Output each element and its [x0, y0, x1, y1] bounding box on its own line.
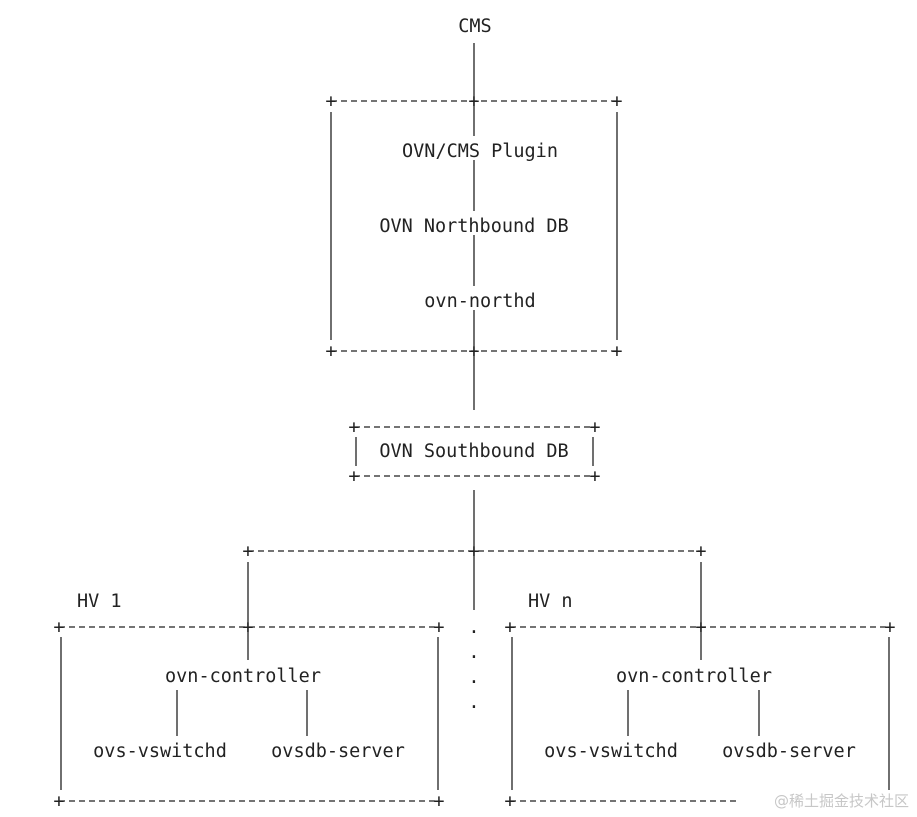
- svg-text:+: +: [433, 617, 444, 638]
- svg-text:+: +: [468, 91, 479, 112]
- southbound-box: + + + +: [348, 417, 600, 487]
- northd-label: ovn-northd: [424, 291, 535, 312]
- svg-text:.: .: [468, 617, 479, 638]
- svg-text:+: +: [242, 617, 253, 638]
- distribution-bus: + + +: [242, 541, 707, 660]
- ellipsis-dots: . . . .: [468, 617, 479, 713]
- northbound-db-label: OVN Northbound DB: [379, 216, 568, 237]
- svg-text:+: +: [468, 341, 479, 362]
- svg-text:+: +: [325, 341, 336, 362]
- hvn-ovsdb-server: ovsdb-server: [722, 741, 856, 762]
- svg-text:+: +: [53, 617, 64, 638]
- hv1-ovs-vswitchd: ovs-vswitchd: [93, 741, 227, 762]
- hv1-ovn-controller: ovn-controller: [165, 666, 321, 687]
- svg-text:.: .: [468, 667, 479, 688]
- svg-text:+: +: [433, 791, 444, 812]
- southbound-db-label: OVN Southbound DB: [379, 441, 568, 462]
- svg-text:+: +: [884, 617, 895, 638]
- svg-text:+: +: [325, 91, 336, 112]
- svg-text:+: +: [589, 417, 600, 438]
- svg-text:+: +: [504, 617, 515, 638]
- svg-text:+: +: [695, 541, 706, 562]
- hvn-ovn-controller: ovn-controller: [616, 666, 772, 687]
- watermark: @稀土掘金技术社区: [774, 792, 909, 810]
- svg-text:+: +: [504, 791, 515, 812]
- hvn-label: HV n: [528, 591, 573, 612]
- svg-text:.: .: [468, 642, 479, 663]
- svg-text:+: +: [611, 91, 622, 112]
- hv1-ovsdb-server: ovsdb-server: [271, 741, 405, 762]
- svg-text:+: +: [468, 541, 479, 562]
- hv1-label: HV 1: [77, 591, 122, 612]
- svg-text:+: +: [53, 791, 64, 812]
- hvn-ovs-vswitchd: ovs-vswitchd: [544, 741, 678, 762]
- svg-text:+: +: [242, 541, 253, 562]
- svg-text:.: .: [468, 692, 479, 713]
- plugin-label: OVN/CMS Plugin: [402, 141, 558, 162]
- northbound-box: + + + + + +: [325, 91, 622, 362]
- svg-text:+: +: [695, 617, 706, 638]
- cms-label: CMS: [458, 16, 491, 37]
- svg-text:+: +: [589, 466, 600, 487]
- hvn-box: + + + +: [504, 617, 895, 812]
- svg-text:+: +: [348, 466, 359, 487]
- svg-text:+: +: [611, 341, 622, 362]
- svg-text:+: +: [348, 417, 359, 438]
- hv1-box: + + + + +: [53, 617, 444, 812]
